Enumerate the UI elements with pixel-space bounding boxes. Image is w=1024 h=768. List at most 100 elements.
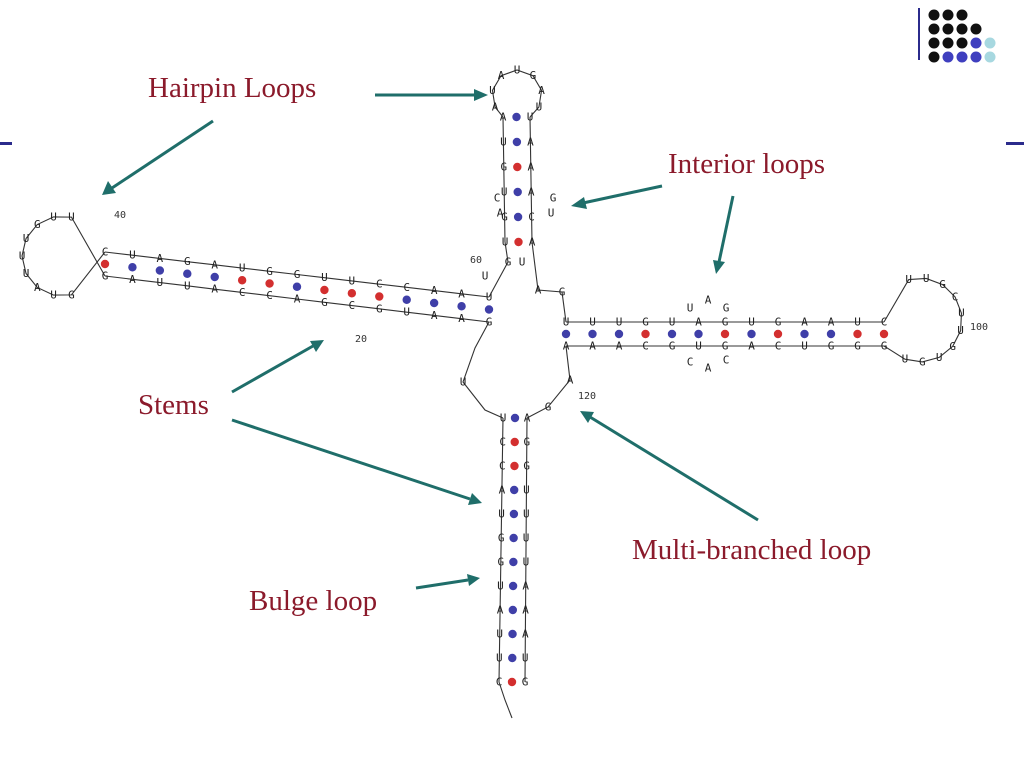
left-stem-nucleotide: G [376,302,383,315]
bottom-stem-nucleotide: A [522,628,529,641]
left-stem-nucleotide: G [294,268,301,281]
right-hairpin-nucleotide: G [949,340,956,353]
bottom-stem-base-pair [509,557,518,567]
right-stem-base-pair [773,329,783,339]
right-stem-nucleotide: A [589,340,596,353]
right-stem-nucleotide: C [642,340,649,353]
position-number-100: 100 [970,322,988,333]
top-stem-nucleotide: G [500,161,507,174]
slide-rule-right [1006,142,1024,145]
left-stem-nucleotide: A [211,283,218,296]
left-stem-nucleotide: G [184,255,191,268]
right-stem-base-pair [853,329,862,339]
left-stem-base-pair [237,276,247,285]
left-stem-nucleotide: C [376,278,383,291]
left-stem-base-pair [183,269,192,278]
left-stem-nucleotide: C [239,286,246,299]
top-stem-nucleotide: U [500,136,507,149]
bottom-stem-nucleotide: U [523,508,530,521]
left-stem-nucleotide: U [403,306,410,319]
left-stem-nucleotide: C [266,289,273,302]
bottom-stem-base-pair [509,533,518,543]
top-stem-nucleotide: U [501,186,508,199]
bottom-stem-nucleotide: G [498,532,505,545]
right-stem-base-pair [747,329,756,339]
right-stem-nucleotide: G [669,340,676,353]
corner-dot [956,51,968,63]
bottom-stem-base-pair [508,605,518,615]
bottom-stem-nucleotide: C [499,460,506,473]
right-stem-base-pair [588,329,597,339]
left-stem-nucleotide: U [129,249,136,262]
corner-dot-grid [928,9,996,63]
right-stem-nucleotide: U [695,340,702,353]
right-stem-nucleotide: A [748,340,755,353]
bottom-stem-nucleotide: U [496,652,503,665]
right-hairpin-nucleotide: U [958,307,965,320]
corner-dot [942,51,954,63]
top-hairpin-nucleotide: G [530,69,537,82]
junction-backbone-right [526,345,571,419]
bottom-stem-nucleotide: U [500,412,507,425]
left-stem-nucleotide: C [102,246,109,259]
bottom-stem-nucleotide: G [524,436,531,449]
top-stem-base-pair [513,187,522,197]
right-stem-nucleotide: G [722,316,729,329]
right-stem-nucleotide: A [801,316,808,329]
left-stem-nucleotide: G [102,270,109,283]
right-stem-base-pair [667,329,677,339]
right-interior-nucleotide: C [723,354,730,367]
bottom-stem-nucleotide: A [522,604,529,617]
left-stem-nucleotide: A [431,284,438,297]
junction-nucleotide: U [482,270,489,283]
right-stem-nucleotide: U [669,316,676,329]
corner-dot [970,23,982,35]
arrow-hairpin-top [375,89,488,101]
right-stem-base-pair [641,329,650,339]
arrow-interior-right [713,195,735,274]
left-stem-base-pair [128,263,137,272]
right-hairpin-nucleotide: C [952,290,959,303]
position-number-60: 60 [470,255,482,266]
corner-dot [928,23,940,35]
right-stem-nucleotide: G [722,340,729,353]
bottom-stem-nucleotide: A [522,580,529,593]
bottom-stem-nucleotide: G [523,460,530,473]
left-hairpin-nucleotide: U [50,210,57,223]
left-hairpin-nucleotide: U [23,267,30,280]
left-stem-base-pair [375,292,384,301]
top-interior-nucleotide: C [494,192,501,205]
left-stem-nucleotide: A [129,273,136,286]
left-stem-base-pair [265,279,274,288]
right-stem-nucleotide: A [563,340,570,353]
arrow-multibranched [580,411,759,522]
bottom-stem-strand-a-backbone [498,417,504,683]
arrow-stems-bottom [231,418,482,505]
junction-nucleotide: U [519,256,526,269]
left-stem-nucleotide: U [239,262,246,275]
left-stem-strand-a-backbone [104,251,490,298]
arrow-interior-top [571,184,663,209]
corner-dot [928,51,940,63]
junction-nucleotide: G [559,286,566,299]
left-stem-base-pair [100,259,110,269]
right-stem-nucleotide: A [616,340,623,353]
bottom-stem-nucleotide: A [499,484,506,497]
left-stem-nucleotide: A [157,252,164,265]
bottom-stem-nucleotide: U [497,580,504,593]
top-stem-nucleotide: A [528,186,535,199]
top-stem-base-pair [513,212,523,222]
right-stem-base-pair [879,329,889,339]
corner-dot [970,37,982,49]
corner-dot [956,9,968,21]
junction-backbone-top-left [488,241,509,298]
right-hairpin-nucleotide: U [957,324,964,337]
right-hairpin-nucleotide: U [902,353,909,366]
left-stem-nucleotide: G [266,265,273,278]
position-number-40: 40 [114,210,126,221]
left-stem-base-pair [402,295,411,304]
corner-dot [970,51,982,63]
top-stem-nucleotide: A [527,136,534,149]
